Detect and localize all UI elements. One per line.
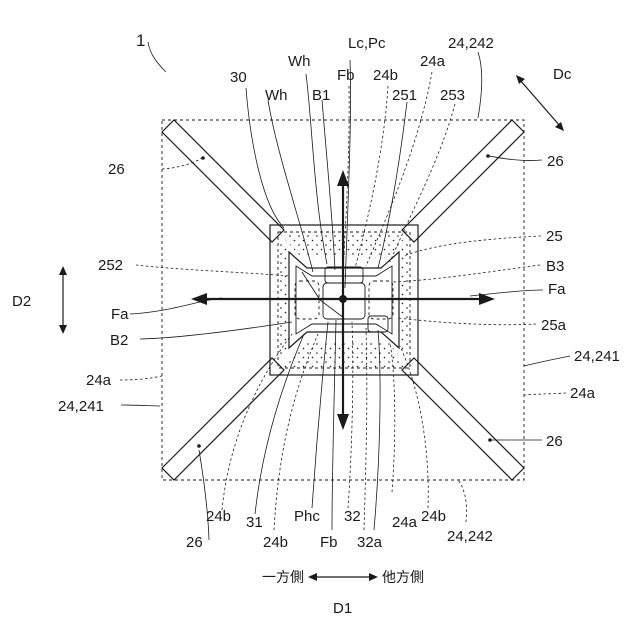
label-wh-lower: Wh bbox=[265, 87, 288, 104]
label-24b-bottom-left: 24b bbox=[206, 508, 231, 525]
strut-bottom-left bbox=[162, 358, 284, 480]
label-wh-upper: Wh bbox=[288, 53, 311, 70]
label-dc: Dc bbox=[553, 66, 572, 83]
label-d1: D1 bbox=[333, 600, 352, 617]
label-fb-top: Fb bbox=[337, 67, 355, 84]
label-32: 32 bbox=[344, 508, 361, 525]
label-fa-left: Fa bbox=[111, 306, 129, 323]
label-b2: B2 bbox=[110, 332, 128, 349]
label-253: 253 bbox=[440, 87, 465, 104]
force-arrows bbox=[191, 170, 495, 430]
strut-bottom-right bbox=[402, 358, 524, 480]
label-25: 25 bbox=[546, 228, 563, 245]
d1-arrow bbox=[308, 573, 378, 581]
label-251: 251 bbox=[392, 87, 417, 104]
label-other-side: 他方側 bbox=[382, 570, 424, 586]
label-32a: 32a bbox=[357, 534, 383, 551]
label-b3: B3 bbox=[546, 258, 564, 275]
d2-arrow bbox=[59, 266, 67, 334]
label-24a-bottom: 24a bbox=[392, 514, 418, 531]
label-24b-bottom-mid: 24b bbox=[263, 534, 288, 551]
label-24a-top: 24a bbox=[420, 53, 446, 70]
label-24a-right: 24a bbox=[570, 385, 596, 402]
label-31: 31 bbox=[246, 514, 263, 531]
label-ref-1: 1 bbox=[136, 31, 145, 50]
label-252: 252 bbox=[98, 257, 123, 274]
label-fa-right: Fa bbox=[548, 281, 566, 298]
label-24b-bottom-right: 24b bbox=[421, 508, 446, 525]
dc-arrow bbox=[516, 75, 564, 131]
arrow-up-head bbox=[337, 170, 349, 186]
label-phc: Phc bbox=[294, 508, 320, 525]
label-30: 30 bbox=[230, 69, 247, 86]
label-b1: B1 bbox=[312, 87, 330, 104]
strut-dot-bl bbox=[197, 444, 201, 448]
label-one-side: 一方側 bbox=[262, 570, 304, 586]
label-26-bottom-right: 26 bbox=[546, 433, 563, 450]
label-lc-pc: Lc,Pc bbox=[348, 35, 386, 52]
label-26-top-left: 26 bbox=[108, 161, 125, 178]
label-26-top-right: 26 bbox=[547, 153, 564, 170]
label-26-bottom-left: 26 bbox=[186, 534, 203, 551]
arrow-down-head bbox=[337, 414, 349, 430]
label-fb-bottom: Fb bbox=[320, 534, 338, 551]
label-24b-top: 24b bbox=[373, 67, 398, 84]
strut-top-right bbox=[402, 120, 524, 242]
label-24-242-top: 24,242 bbox=[448, 35, 494, 52]
label-24-242-bottom: 24,242 bbox=[447, 528, 493, 545]
label-d2: D2 bbox=[12, 293, 31, 310]
label-24a-left: 24a bbox=[86, 372, 112, 389]
strut-top-left bbox=[162, 120, 284, 242]
label-25a: 25a bbox=[541, 317, 567, 334]
label-24-241-left: 24,241 bbox=[58, 398, 104, 415]
label-24-241-right: 24,241 bbox=[574, 348, 620, 365]
